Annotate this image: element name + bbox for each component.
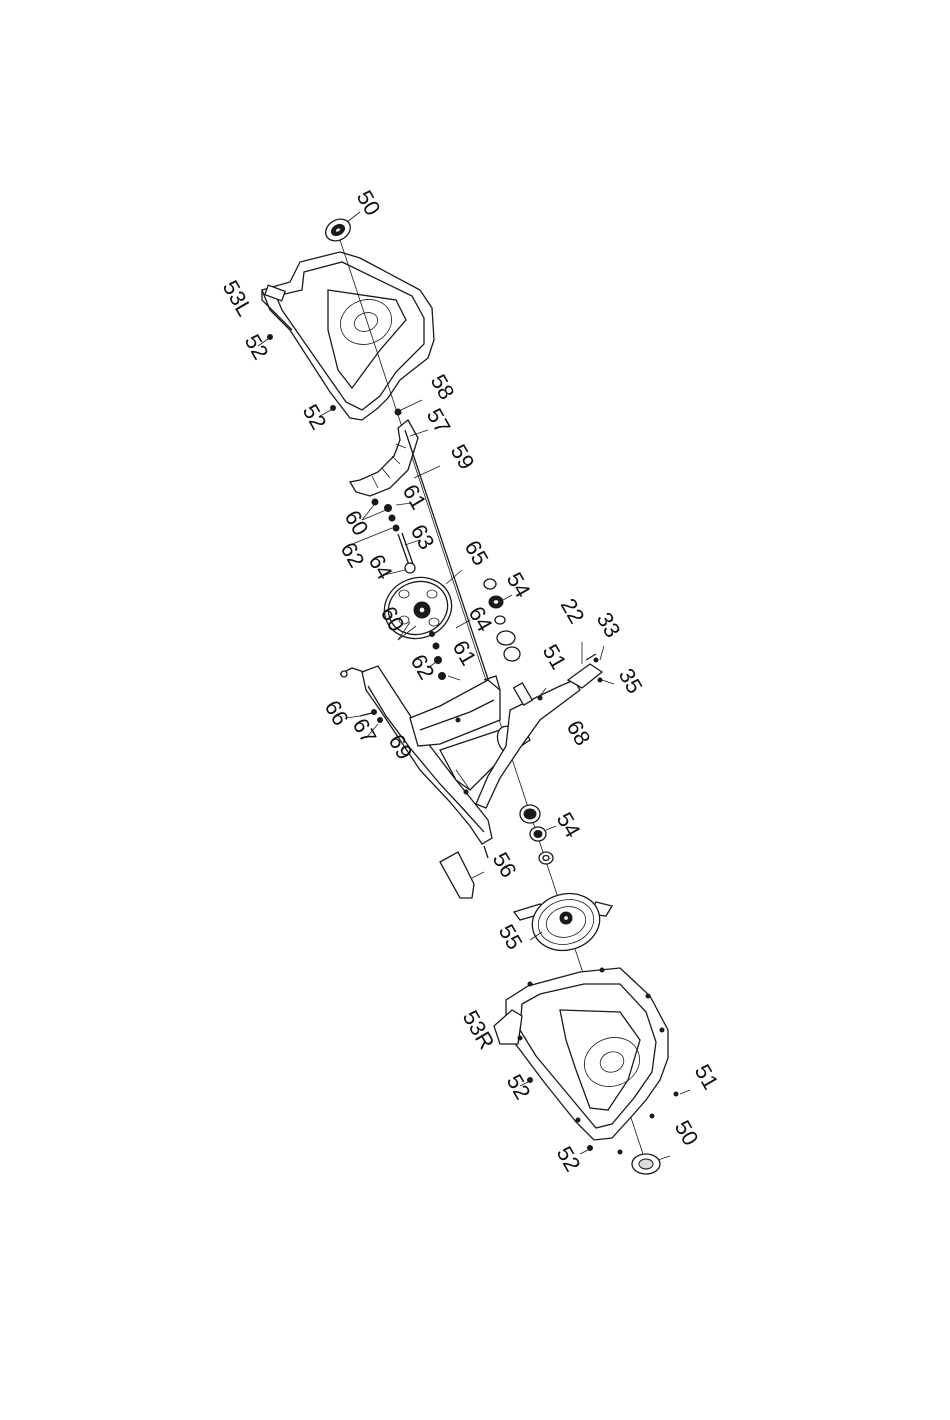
part-53L-left-cover [262,252,434,420]
label-51-b: 51 [690,1060,724,1094]
label-22: 22 [556,594,590,628]
part-52-screw-d [580,1146,593,1155]
label-57: 57 [422,404,456,438]
label-54-a: 54 [502,568,536,602]
label-59: 59 [446,440,480,474]
label-61-a: 61 [398,480,432,514]
part-54-bearing-lower [520,805,556,864]
part-55-drive-pulley [514,886,612,958]
label-65: 65 [460,536,494,570]
part-53R-right-cover [494,968,668,1140]
label-62-b: 62 [406,650,440,684]
part-50-end-cap-top [322,212,360,245]
part-50-end-cap-bottom [632,1154,670,1174]
label-33: 33 [592,608,626,642]
label-51-a: 51 [538,640,572,674]
label-53R: 53R [458,1006,500,1053]
label-52-c: 52 [502,1070,536,1104]
label-58: 58 [426,370,460,404]
label-35: 35 [614,664,648,698]
label-55: 55 [494,920,528,954]
label-52-d: 52 [552,1142,586,1176]
part-58-screw [395,400,422,415]
part-56-foot-pad [440,852,484,898]
label-62-a: 62 [336,538,370,572]
label-56: 56 [488,848,522,882]
label-50-bottom: 50 [670,1116,704,1150]
label-68: 68 [562,716,596,750]
label-61-b: 61 [448,636,482,670]
label-66: 66 [320,696,354,730]
label-54-b: 54 [552,808,586,842]
label-53L: 53L [218,276,258,320]
label-60-a: 60 [340,506,374,540]
label-52-b: 52 [298,400,332,434]
label-67: 67 [348,714,382,748]
label-64-a: 64 [364,550,398,584]
part-22-33-35-sensor-bracket [568,642,614,688]
